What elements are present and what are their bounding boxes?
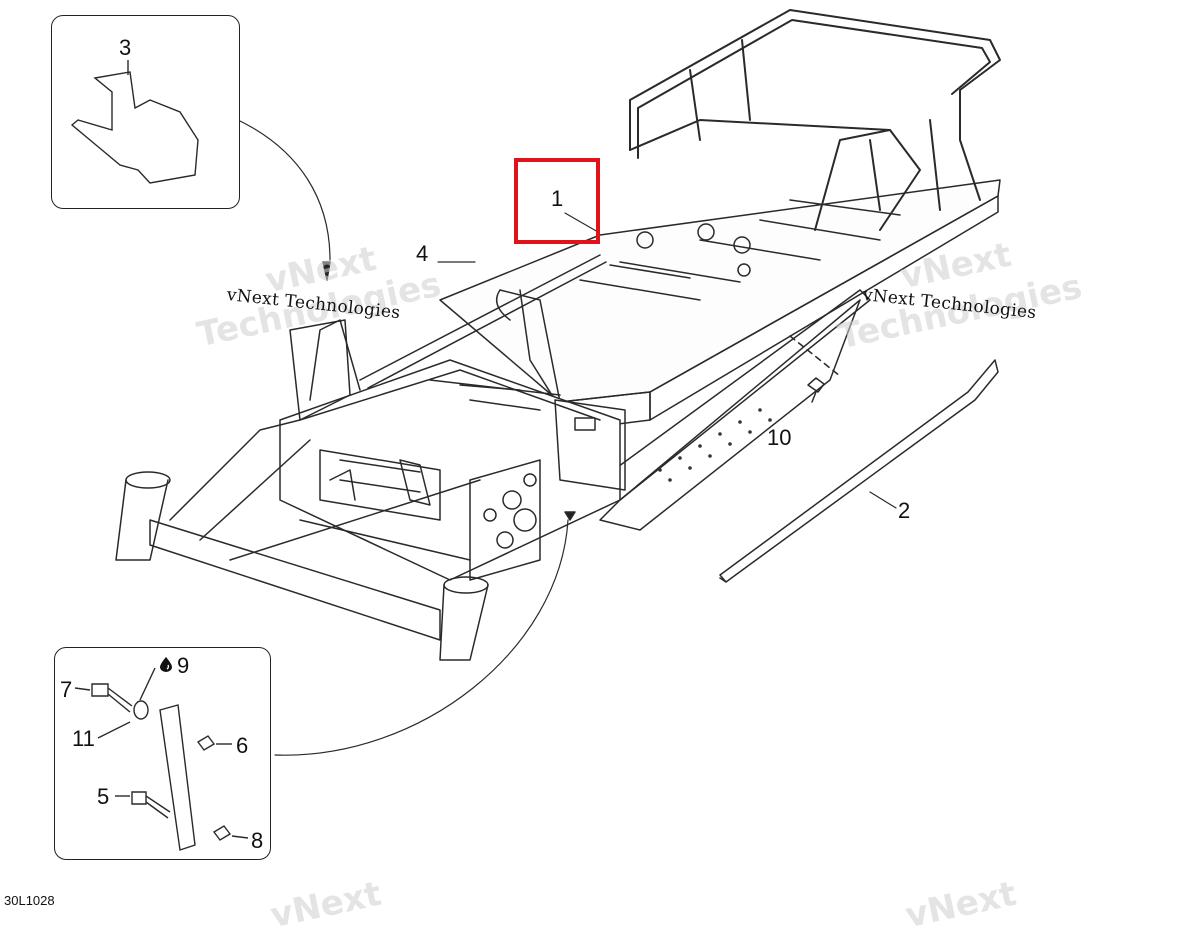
callout-1[interactable]: 1 bbox=[551, 186, 564, 211]
rack-rails bbox=[629, 9, 1001, 231]
inset-bracket-detail bbox=[51, 15, 240, 209]
clip-part-10 bbox=[807, 377, 825, 403]
strip-part-2 bbox=[719, 359, 999, 583]
callout-6[interactable]: 6 bbox=[236, 733, 249, 758]
callout-7[interactable]: 7 bbox=[60, 677, 73, 702]
callout-3[interactable]: 3 bbox=[119, 35, 132, 60]
diagram-code: 30L1028 bbox=[4, 893, 55, 908]
callout-2[interactable]: 2 bbox=[898, 498, 911, 523]
side-rail bbox=[359, 254, 607, 403]
callout-4[interactable]: 4 bbox=[416, 241, 429, 266]
frame-drawing bbox=[115, 9, 1001, 756]
parts-diagram: 1 2 3 4 5 6 7 8 9 10 11 vNext Technologi… bbox=[4, 9, 1085, 936]
chassis-frame bbox=[279, 319, 626, 581]
callout-11[interactable]: 11 bbox=[72, 726, 95, 751]
rack-platform bbox=[439, 179, 1001, 431]
callout-10[interactable]: 10 bbox=[767, 425, 792, 450]
front-crossmember bbox=[115, 419, 489, 661]
selected-part-highlight bbox=[514, 158, 600, 244]
callout-9[interactable]: 9 bbox=[177, 653, 190, 678]
callout-8[interactable]: 8 bbox=[251, 828, 264, 853]
fastener-drawing bbox=[74, 667, 249, 851]
callout-5[interactable]: 5 bbox=[97, 784, 110, 809]
leader-lines bbox=[237, 119, 897, 756]
bracket-drawing bbox=[70, 60, 199, 184]
inset-fastener-detail bbox=[54, 647, 271, 860]
oil-drop-icon bbox=[158, 656, 174, 672]
